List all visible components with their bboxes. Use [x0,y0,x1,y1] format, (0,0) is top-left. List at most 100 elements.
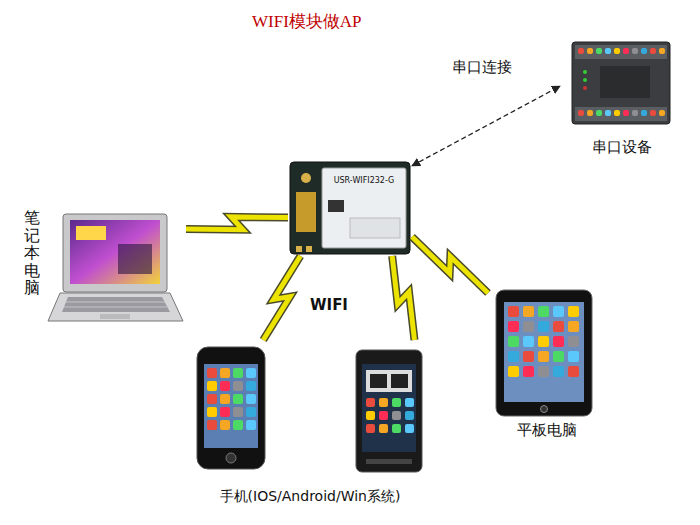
app-icon [405,398,414,407]
plc-terminals [578,48,665,54]
wifi-module-illustration [296,246,302,252]
wifi-link [412,237,488,293]
wifi-module-illustration [290,162,410,254]
serial-device-illustration [572,42,670,124]
android-phone-illustration [366,459,412,464]
app-icon [366,398,375,407]
wifi-module-illustration [328,200,344,212]
app-icon [553,351,564,362]
bolt-fill [412,237,488,293]
laptop-illustration [66,302,165,303]
serial-device-illustration [572,42,670,124]
app-icon [379,398,388,407]
tablet-illustration [541,406,548,413]
serial-device-illustration [575,45,667,59]
iphone-illustration [226,453,236,463]
app-icon [641,110,647,116]
app-icon [366,411,375,420]
app-icon [508,336,519,347]
app-icon [233,407,243,417]
app-icon [508,351,519,362]
android-phone-illustration [391,374,408,388]
app-icon [650,110,656,116]
app-icon [233,420,243,430]
laptop-illustration [118,244,152,274]
tablet-label: 平板电脑 [488,421,606,439]
bolt-fill [263,256,300,340]
android-phone-illustration [356,350,422,472]
app-icon [233,368,243,378]
tablet-illustration [496,290,592,416]
app-icon [596,48,602,54]
app-icon [553,306,564,317]
app-icon [553,336,564,347]
wifi-link [186,217,288,230]
wifi-module-illustration [290,162,410,254]
app-icon [553,366,564,377]
android-icons [366,398,414,433]
app-icon [523,366,534,377]
wifi-module-illustration [350,218,400,238]
tablet-illustration [496,290,592,416]
laptop-node: 笔记本电脑 [18,205,186,325]
wifi-module-label: USR-WIFI232-G [322,176,406,186]
bolt-outline [186,217,288,230]
app-icon [632,110,638,116]
app-icon [207,368,217,378]
app-icon [405,411,414,420]
app-icon [220,420,230,430]
app-icon [220,381,230,391]
iphone-illustration [197,347,265,469]
app-icon [538,366,549,377]
app-icon [508,306,519,317]
app-icon [568,336,579,347]
laptop-label: 笔记本电脑 [24,209,40,297]
app-icon [659,110,665,116]
iphone-illustration [204,364,258,448]
app-icon [246,420,256,430]
serial-device-label: 串口设备 [560,138,684,156]
app-icon [207,420,217,430]
bolt-outline [412,237,488,293]
app-icon [405,424,414,433]
app-icon [568,321,579,332]
tablet-icons [508,306,579,377]
app-icon [587,48,593,54]
app-icon [392,411,401,420]
wifi-module-illustration [322,168,406,248]
app-icon [207,394,217,404]
app-icon [246,394,256,404]
android-phone-illustration [370,374,387,388]
serial-device-illustration [575,107,667,121]
app-icon [523,351,534,362]
tablet-node: 平板电脑 [488,285,610,445]
app-icon [523,336,534,347]
edge-label: WIFI [310,296,348,314]
app-icon [568,366,579,377]
app-icon [538,306,549,317]
wifi-link [263,256,414,340]
android-phone-illustration [362,364,416,452]
app-icon [553,321,564,332]
app-icon [578,110,584,116]
app-icon [379,424,388,433]
laptop-illustration [48,214,183,321]
android-phone-illustration [366,370,412,392]
app-icon [246,381,256,391]
app-icon [392,424,401,433]
app-icon [233,381,243,391]
wifi-module-illustration [306,246,312,252]
app-icon [641,48,647,54]
serial-device-illustration [600,66,650,98]
app-icon [523,306,534,317]
app-icon [632,48,638,54]
iphone-illustration [197,347,265,469]
app-icon [568,306,579,317]
app-icon [220,407,230,417]
app-icon [587,110,593,116]
serial-device-illustration [583,86,587,90]
iphone-icons [207,368,256,430]
app-icon [508,321,519,332]
